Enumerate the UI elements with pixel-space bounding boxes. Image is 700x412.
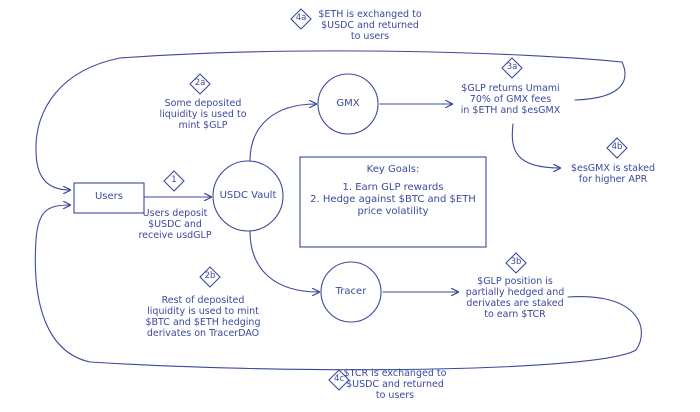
gmx-circle bbox=[317, 73, 379, 135]
key-goals-item-2: 2. Hedge against $BTC and $ETH bbox=[310, 194, 476, 205]
badge-2b-diamond bbox=[199, 266, 221, 288]
step-3b-text: $GLP position is partially hedged and de… bbox=[465, 276, 565, 320]
vault-label: USDC Vault bbox=[219, 190, 277, 201]
key-goals-box bbox=[299, 156, 487, 248]
badge-1-diamond bbox=[163, 170, 185, 192]
arrow-4a-loop bbox=[35, 50, 626, 190]
badge-3b-diamond bbox=[505, 252, 527, 274]
arrow-3a-4b bbox=[511, 123, 560, 168]
key-goals-title: Key Goals: bbox=[366, 164, 420, 175]
arrow-vault-tracer bbox=[249, 230, 319, 292]
step-2b-text: Rest of deposited liquidity is used to m… bbox=[145, 295, 261, 339]
key-goals-item-3: price volatility bbox=[357, 206, 429, 217]
key-goals-item-1: 1. Earn GLP rewards bbox=[342, 182, 444, 193]
badge-2a: 2a bbox=[194, 78, 206, 88]
badge-4a: 4a bbox=[295, 13, 307, 23]
badge-3b: 3b bbox=[510, 257, 522, 267]
badge-4c: 4c bbox=[333, 374, 345, 384]
gmx-label: GMX bbox=[336, 98, 360, 109]
users-label: Users bbox=[94, 191, 123, 202]
tracer-circle bbox=[320, 261, 382, 323]
badge-4a-diamond bbox=[290, 8, 312, 30]
arrow-4c-loop bbox=[34, 205, 642, 371]
step-2a-text: Some deposited liquidity is used to mint… bbox=[159, 98, 247, 131]
badge-1: 1 bbox=[171, 175, 177, 185]
tracer-label: Tracer bbox=[335, 286, 367, 297]
users-box bbox=[73, 182, 145, 214]
badge-2b: 2b bbox=[204, 271, 216, 281]
badge-2a-diamond bbox=[189, 73, 211, 95]
step-4c-text: $TCR is exchanged to $USDC and returned … bbox=[343, 368, 447, 401]
step-3a-text: $GLP returns Umami 70% of GMX fees in $E… bbox=[460, 83, 561, 116]
vault-circle bbox=[212, 160, 284, 232]
step-4a-text: $ETH is exchanged to $USDC and returned … bbox=[318, 9, 422, 42]
badge-3a-diamond bbox=[501, 57, 523, 79]
step-4b-text: $esGMX is staked for higher APR bbox=[570, 163, 656, 185]
badge-4c-diamond bbox=[328, 369, 350, 391]
step-1-text: Users deposit $USDC and receive usdGLP bbox=[138, 208, 212, 241]
badge-4b-diamond bbox=[606, 137, 628, 159]
key-goals: Key Goals: 1. Earn GLP rewards 2. Hedge … bbox=[300, 164, 486, 218]
badge-3a: 3a bbox=[506, 62, 518, 72]
badge-4b: 4b bbox=[611, 142, 623, 152]
arrow-vault-gmx bbox=[249, 104, 316, 162]
